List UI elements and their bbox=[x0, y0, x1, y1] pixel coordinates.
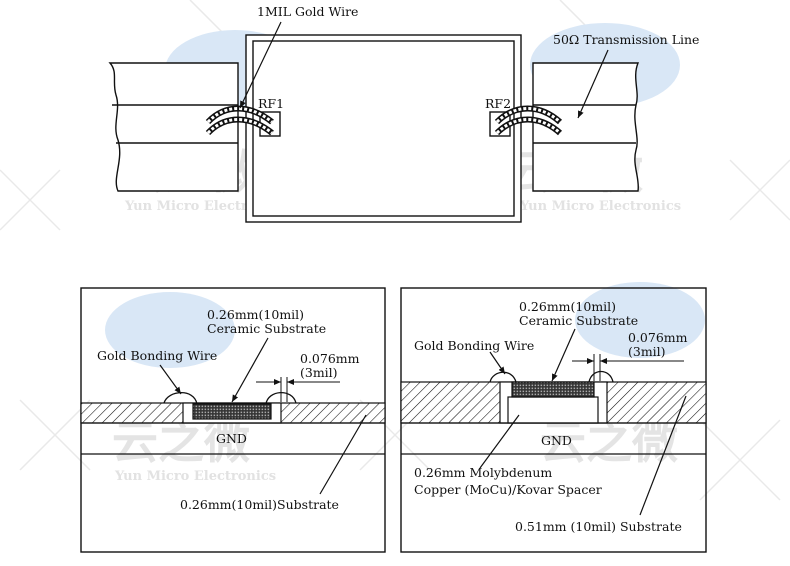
right-ceramic-label-1: 0.26mm(10mil) bbox=[519, 299, 616, 314]
right-bottom-substrate-leader bbox=[639, 395, 687, 516]
rf2-gold-wires bbox=[494, 105, 563, 136]
right-spacer-label-1: 0.26mm Molybdenum bbox=[414, 465, 552, 480]
right-bonding-wire-leader bbox=[489, 351, 506, 375]
gold-wire-label: 1MIL Gold Wire bbox=[257, 4, 358, 19]
right-cross-section bbox=[400, 287, 707, 553]
watermark-logo-text: 云之微 bbox=[112, 415, 250, 469]
right-mocu-spacer bbox=[507, 396, 599, 424]
rf1-gold-wires bbox=[205, 105, 274, 136]
right-substrate-leader bbox=[551, 328, 576, 382]
right-bond-wire-1 bbox=[489, 371, 517, 383]
left-gap-label-2: (3mil) bbox=[300, 365, 338, 380]
chip-inner-frame bbox=[252, 40, 515, 217]
top-view bbox=[108, 34, 640, 223]
left-ceramic-chip bbox=[192, 403, 272, 420]
watermark-company: Yun Micro Electronics bbox=[519, 199, 681, 214]
rf2-label: RF2 bbox=[485, 96, 511, 111]
watermark-company: Yun Micro Electronics bbox=[114, 469, 276, 484]
right-ceramic-chip bbox=[511, 381, 595, 398]
left-bonding-wire-leader bbox=[159, 364, 182, 395]
right-spacer-label-2: Copper (MoCu)/Kovar Spacer bbox=[414, 482, 602, 497]
left-bottom-substrate-leader bbox=[319, 414, 367, 495]
right-ceramic-label-2: Ceramic Substrate bbox=[519, 313, 638, 328]
left-gnd-label: GND bbox=[216, 431, 247, 446]
right-gap-label-1: 0.076mm bbox=[628, 330, 688, 345]
right-gap-label-2: (3mil) bbox=[628, 344, 666, 359]
right-spacer-leader bbox=[479, 414, 520, 469]
left-bond-wire-2 bbox=[265, 391, 297, 405]
left-ceramic-label-1: 0.26mm(10mil) bbox=[207, 307, 304, 322]
right-bonding-wire-label: Gold Bonding Wire bbox=[414, 338, 534, 353]
left-ceramic-label-2: Ceramic Substrate bbox=[207, 321, 326, 336]
left-transmission-line-block bbox=[108, 62, 239, 192]
gold-wire-leader bbox=[239, 21, 282, 109]
right-gnd-label: GND bbox=[541, 433, 572, 448]
left-gap-label-1: 0.076mm bbox=[300, 351, 360, 366]
watermark-logo-text: 云之微 bbox=[540, 415, 678, 469]
chip-outer-frame bbox=[245, 34, 522, 223]
right-bond-wire-2 bbox=[588, 370, 614, 383]
left-bottom-substrate-label: 0.26mm(10mil)Substrate bbox=[180, 497, 339, 512]
left-bonding-wire-label: Gold Bonding Wire bbox=[97, 348, 217, 363]
right-transmission-line-block bbox=[532, 62, 640, 192]
transmission-line-leader bbox=[577, 49, 609, 119]
left-cross-section bbox=[80, 287, 386, 553]
right-bottom-substrate-label: 0.51mm (10mil) Substrate bbox=[515, 519, 682, 534]
transmission-line-label: 50Ω Transmission Line bbox=[553, 32, 699, 47]
rf1-label: RF1 bbox=[258, 96, 284, 111]
left-substrate-leader bbox=[231, 337, 269, 403]
